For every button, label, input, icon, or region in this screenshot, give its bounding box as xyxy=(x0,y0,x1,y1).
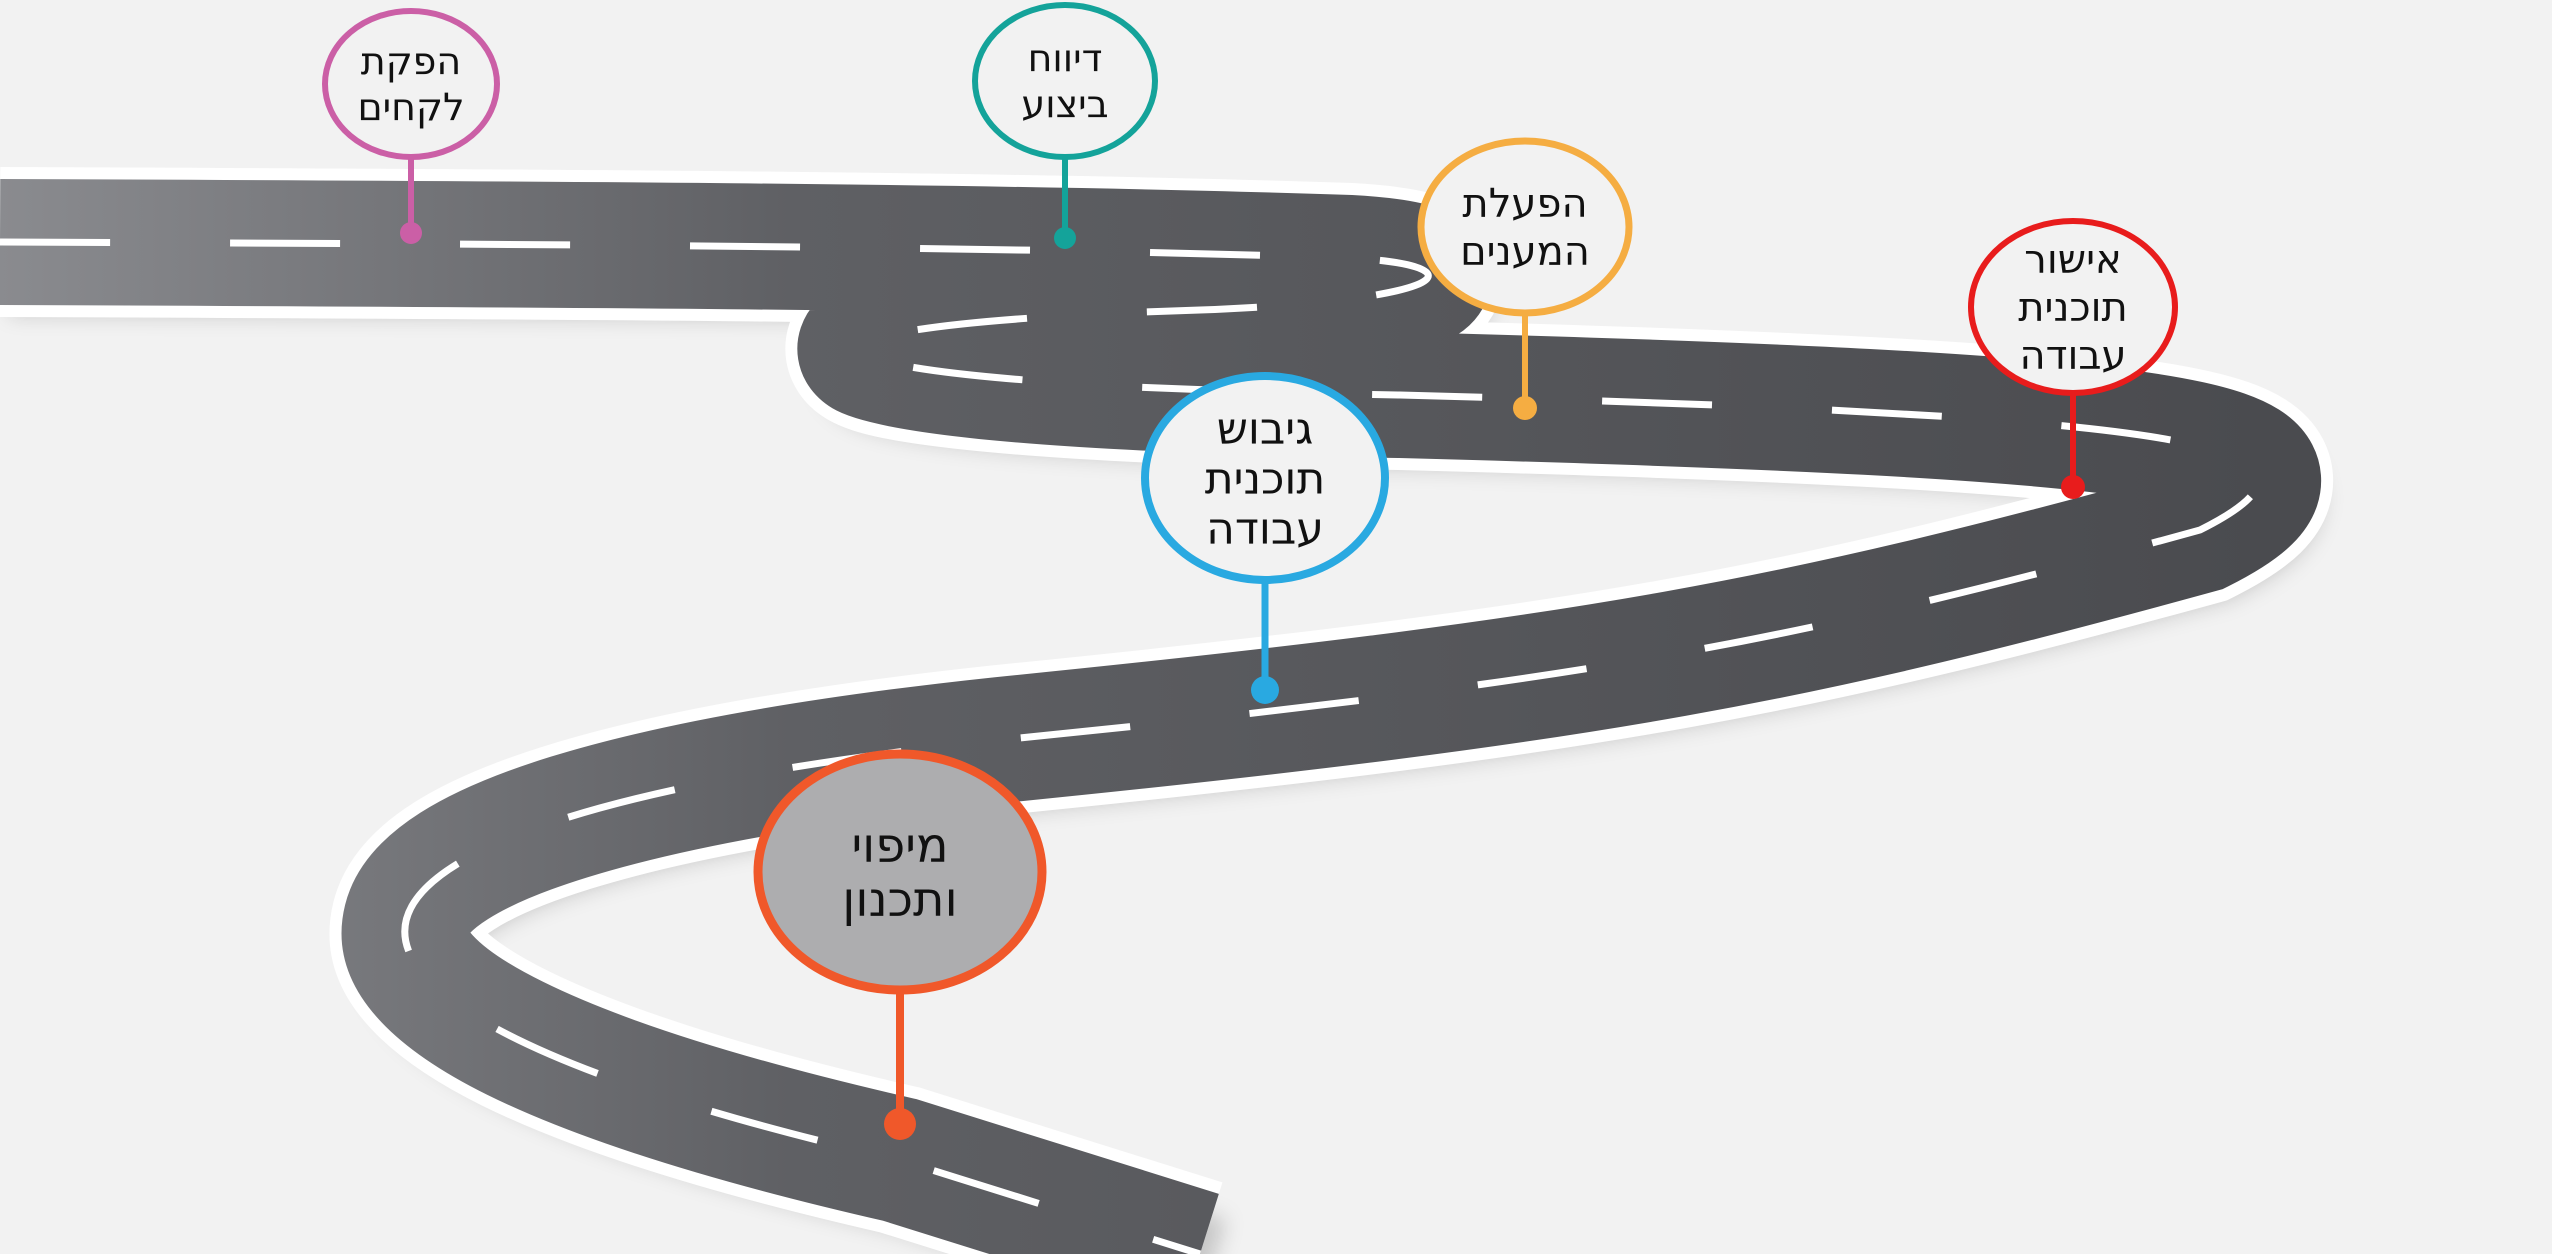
milestone-label-line: אישור xyxy=(2024,237,2122,283)
milestone-label-line: תוכנית xyxy=(2018,285,2128,331)
milestone-label-line: דיווח xyxy=(1028,36,1103,80)
milestone-label-line: גיבוש xyxy=(1217,403,1314,454)
milestone-label-line: ותכנון xyxy=(842,872,957,928)
milestone-pin-dot xyxy=(400,222,422,244)
road-asphalt xyxy=(0,242,2258,1254)
milestone-pin-dot xyxy=(1251,676,1279,704)
milestone-bubble xyxy=(1421,141,1629,313)
milestone-label-line: מיפוי xyxy=(851,818,948,874)
milestone-label-line: לקחים xyxy=(357,85,464,129)
road xyxy=(0,242,2268,1254)
milestone-bubble xyxy=(325,11,497,157)
milestone-pin-dot xyxy=(1054,227,1076,249)
milestone-label-line: המענים xyxy=(1460,229,1590,275)
milestone-label-line: תוכנית xyxy=(1205,453,1326,504)
milestone-pin-dot xyxy=(2061,475,2085,499)
milestone-label-line: ביצוע xyxy=(1021,82,1108,126)
milestone-label-line: עבודה xyxy=(1206,503,1324,554)
milestone-label-line: עבודה xyxy=(2019,333,2126,379)
milestone-label-line: הפקת xyxy=(361,39,462,83)
milestone-label-line: הפעלת xyxy=(1462,181,1587,227)
milestone-pin-dot xyxy=(1513,396,1537,420)
milestone-pin-dot xyxy=(884,1108,916,1140)
milestone-bubble xyxy=(975,5,1155,157)
